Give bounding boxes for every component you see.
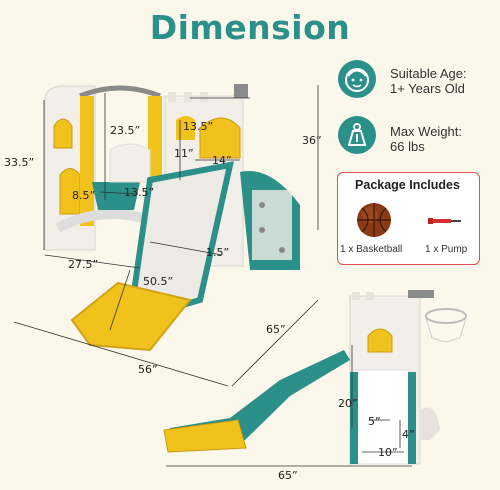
age-value: 1+ Years Old xyxy=(390,81,465,96)
side-view-playset xyxy=(163,290,467,465)
dim-slide-length: 50.5” xyxy=(143,275,174,288)
dim-swing-height: 23.5” xyxy=(110,124,141,137)
dimension-lines xyxy=(13,85,319,387)
dim-slide-height: 1.5” xyxy=(206,246,230,259)
dim-step-gap: 4” xyxy=(402,428,415,441)
weight-value: 66 lbs xyxy=(390,139,425,154)
pump-label: 1 x Pump xyxy=(425,244,468,255)
climbing-stairs xyxy=(240,170,300,270)
dim-tower-window: 11” xyxy=(174,147,194,160)
dim-side-length: 65” xyxy=(266,323,286,336)
weight-icon xyxy=(338,116,376,154)
page-title: Dimension xyxy=(149,8,351,47)
package-title: Package Includes xyxy=(355,178,460,192)
dim-bottom-length: 65” xyxy=(278,469,298,482)
main-slide xyxy=(70,161,234,352)
pump-icon xyxy=(428,206,462,241)
dim-step-width: 5” xyxy=(368,415,381,428)
basketball-label: 1 x Basketball xyxy=(340,244,403,255)
basketball-icon xyxy=(355,201,393,244)
child-face-icon xyxy=(338,60,376,98)
dim-left-height: 33.5” xyxy=(4,156,35,169)
weight-label: Max Weight: xyxy=(390,124,463,139)
dim-platform: 14” xyxy=(212,154,232,167)
dim-swing-depth: 27.5” xyxy=(68,258,99,271)
age-label: Suitable Age: xyxy=(390,66,467,81)
dim-front-width: 56” xyxy=(138,363,158,376)
dim-right-height: 36” xyxy=(302,134,322,147)
weight-spec: Max Weight: 66 lbs xyxy=(390,124,462,154)
dim-stair-height: 20” xyxy=(338,397,358,410)
dim-seat-width: 13.5” xyxy=(124,186,155,199)
dim-stair-base: 10” xyxy=(378,446,398,459)
dim-seat-height: 8.5” xyxy=(72,189,96,202)
dim-tower-width: 13.5” xyxy=(183,120,214,133)
age-spec: Suitable Age: 1+ Years Old xyxy=(390,66,467,96)
